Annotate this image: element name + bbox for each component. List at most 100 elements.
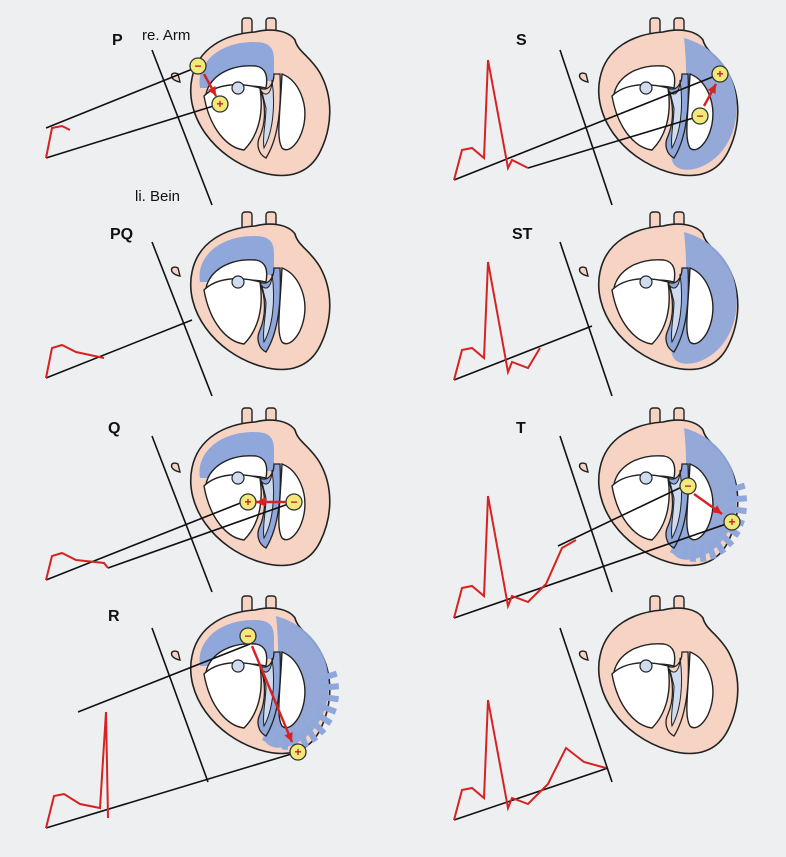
- heart-r: [170, 595, 340, 755]
- panel-label-st: ST: [512, 226, 533, 243]
- lead-label-right-arm: re. Arm: [142, 27, 191, 44]
- heart-s: [578, 17, 739, 177]
- electrode-negative-p-sign: −: [194, 59, 201, 73]
- panel-label-p: P: [112, 32, 123, 49]
- lead-axis-pq: [151, 241, 213, 397]
- lead-axis-p: [151, 49, 213, 206]
- left-ventricle-cavity: [278, 651, 306, 729]
- panel-label-q: Q: [108, 420, 121, 437]
- electrode-negative-s: [691, 107, 709, 125]
- conduction-bundle: [261, 273, 275, 344]
- av-node: [231, 81, 245, 95]
- repolarization-stripe: [318, 670, 338, 682]
- panel-label-r: R: [108, 608, 120, 625]
- av-node: [231, 471, 245, 485]
- repolarization-stripe: [261, 724, 277, 743]
- right-ventricle-cavity: [203, 278, 262, 345]
- repolarization-stripe: [689, 543, 698, 562]
- ecg-trace-q: [45, 551, 109, 581]
- lead-axis-end: [559, 627, 613, 783]
- right-ventricle-cavity: [611, 278, 670, 345]
- conduction-bundle: [261, 469, 275, 540]
- right-ventricle-cavity: [611, 662, 670, 729]
- vector-arrow-s-head: [707, 84, 716, 94]
- vessel-shape: [578, 72, 589, 83]
- electrode-positive-r-sign: +: [294, 745, 301, 759]
- electrode-positive-p: [211, 95, 229, 113]
- repolarization-stripe: [320, 693, 339, 703]
- electrode-negative-r: [239, 627, 257, 645]
- lead-axis-q: [151, 435, 213, 593]
- ecg-trace-st: [453, 261, 541, 381]
- av-node: [639, 275, 653, 289]
- vector-arrow-q-head: [256, 497, 266, 507]
- vessel-shape: [170, 266, 181, 277]
- projection-line-p: [45, 103, 221, 159]
- repolarization-stripe: [320, 683, 340, 691]
- vector-arrow-t-head: [712, 505, 722, 514]
- projection-line-pq: [45, 319, 193, 379]
- ecg-trace-r: [45, 711, 109, 829]
- heart-pq: [170, 211, 331, 371]
- electrode-negative-t-sign: −: [684, 479, 691, 493]
- repolarization-stripe: [317, 702, 337, 715]
- repolarization-stripe: [728, 495, 748, 503]
- electrode-negative-s-sign: −: [696, 109, 703, 123]
- electrode-negative-r-sign: −: [244, 629, 251, 643]
- electrode-positive-t-sign: +: [728, 515, 735, 529]
- repolarization-stripe: [717, 530, 735, 548]
- projection-line-s: [453, 73, 721, 181]
- conduction-bundle: [669, 657, 683, 728]
- repolarization-stripe: [297, 728, 309, 748]
- heart-st: [578, 211, 739, 371]
- heart-q: [170, 407, 331, 567]
- repolarization-stripe: [303, 724, 319, 743]
- projection-line-r: [77, 643, 251, 713]
- projection-line-t: [453, 521, 733, 619]
- conduction-bundle: [669, 469, 683, 540]
- electrode-positive-t: [723, 513, 741, 531]
- projection-line-t: [557, 483, 689, 547]
- electrode-positive-r: [289, 743, 307, 761]
- ecg-trace-s: [453, 59, 529, 181]
- ecg-trace-pq: [45, 343, 105, 379]
- left-ventricle-cavity: [278, 267, 306, 345]
- conduction-bundle: [261, 79, 275, 150]
- lead-axis-r: [151, 627, 209, 783]
- repolarization-stripe: [314, 710, 333, 726]
- heart-p: [170, 17, 331, 177]
- left-ventricle-cavity: [686, 267, 714, 345]
- projection-line-q: [45, 499, 249, 581]
- repolarization-stripe: [705, 540, 717, 560]
- projection-line-s: [527, 115, 701, 169]
- repolarization-stripe: [726, 482, 746, 494]
- projection-line-r: [45, 751, 299, 829]
- ecg-trace-t: [453, 495, 577, 619]
- ecg-trace-p: [45, 124, 71, 159]
- vector-arrow-r: [250, 645, 294, 743]
- left-ventricle-cavity: [686, 651, 714, 729]
- right-ventricle-cavity: [203, 662, 262, 729]
- conduction-bundle: [669, 273, 683, 344]
- repolarization-stripe: [728, 505, 747, 515]
- projection-line-st: [453, 325, 593, 381]
- electrode-positive-p-sign: +: [216, 97, 223, 111]
- av-node: [231, 659, 245, 673]
- ecg-trace-end: [453, 699, 607, 821]
- repolarization-stripe: [711, 536, 727, 555]
- lead-label-left-leg: li. Bein: [135, 188, 181, 205]
- right-ventricle-cavity: [203, 474, 262, 541]
- repolarization-stripe: [679, 540, 691, 560]
- vessel-shape: [578, 266, 589, 277]
- vector-arrow-r-head: [284, 732, 293, 742]
- repolarization-stripe: [669, 536, 685, 555]
- projection-line-p: [45, 65, 201, 129]
- av-node: [639, 81, 653, 95]
- electrode-negative-p: [189, 57, 207, 75]
- heart-t: [578, 407, 748, 567]
- projection-line-end: [453, 767, 609, 821]
- repolarization-stripe: [309, 718, 327, 736]
- repolarization-stripe: [271, 728, 283, 748]
